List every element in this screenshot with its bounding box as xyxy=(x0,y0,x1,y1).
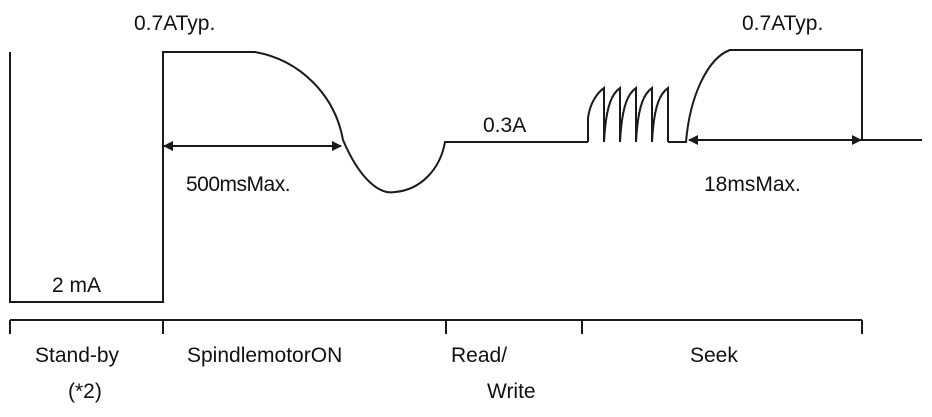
phase-label-read-write-line2: Write xyxy=(487,380,536,403)
current-waveform xyxy=(9,51,588,303)
spin-up-time-label: 500msMax. xyxy=(186,173,291,196)
peak-current-label-left: 0.7ATyp. xyxy=(134,12,216,35)
peak-current-label-right: 0.7ATyp. xyxy=(742,12,824,35)
seek-current-waveform xyxy=(668,49,922,143)
phase-label-standby: Stand-by xyxy=(35,344,120,367)
phase-label-seek: Seek xyxy=(690,344,738,367)
phase-label-read-write: Read/ xyxy=(451,344,508,367)
standby-current-label: 2 mA xyxy=(52,274,102,297)
seek-ripple xyxy=(587,86,669,143)
seek-time-label: 18msMax. xyxy=(704,173,801,196)
phase-note-standby: (*2) xyxy=(68,380,102,403)
phase-label-spindle-motor-on: SpindlemotorON xyxy=(187,344,343,367)
read-write-current-label: 0.3A xyxy=(483,114,527,137)
